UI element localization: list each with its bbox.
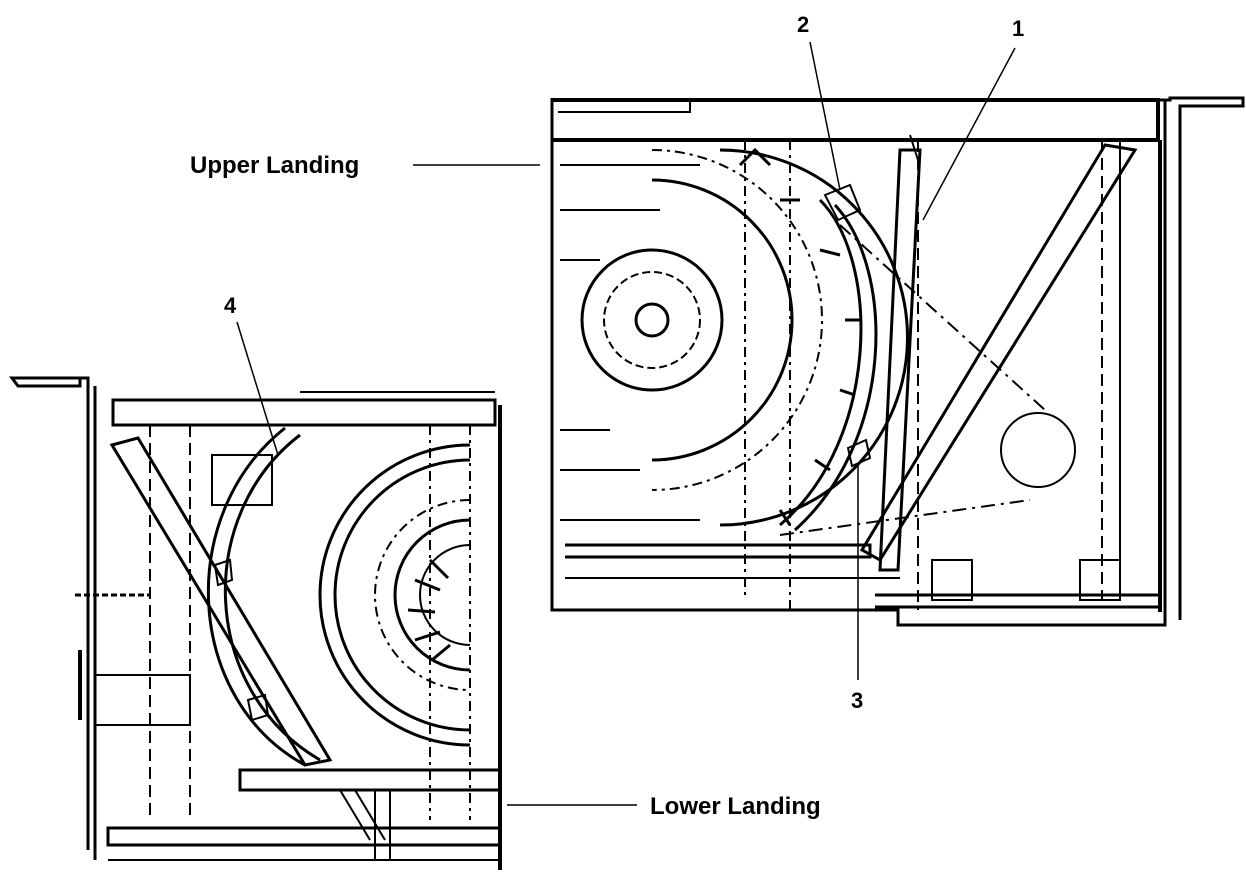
upper-landing-assembly [550, 96, 1245, 627]
callout-4-leader [236, 321, 279, 456]
callout-1-leader [922, 47, 1016, 221]
callout-4: 4 [224, 293, 237, 318]
leader-lines [236, 41, 1016, 806]
lower-landing-assembly [9, 376, 502, 870]
callout-2-leader [809, 41, 841, 191]
callout-2: 2 [797, 12, 809, 37]
upper-landing-label: Upper Landing [190, 152, 359, 179]
callout-3: 3 [851, 688, 863, 713]
lower-landing-label: Lower Landing [650, 793, 821, 820]
callout-1: 1 [1012, 16, 1024, 41]
